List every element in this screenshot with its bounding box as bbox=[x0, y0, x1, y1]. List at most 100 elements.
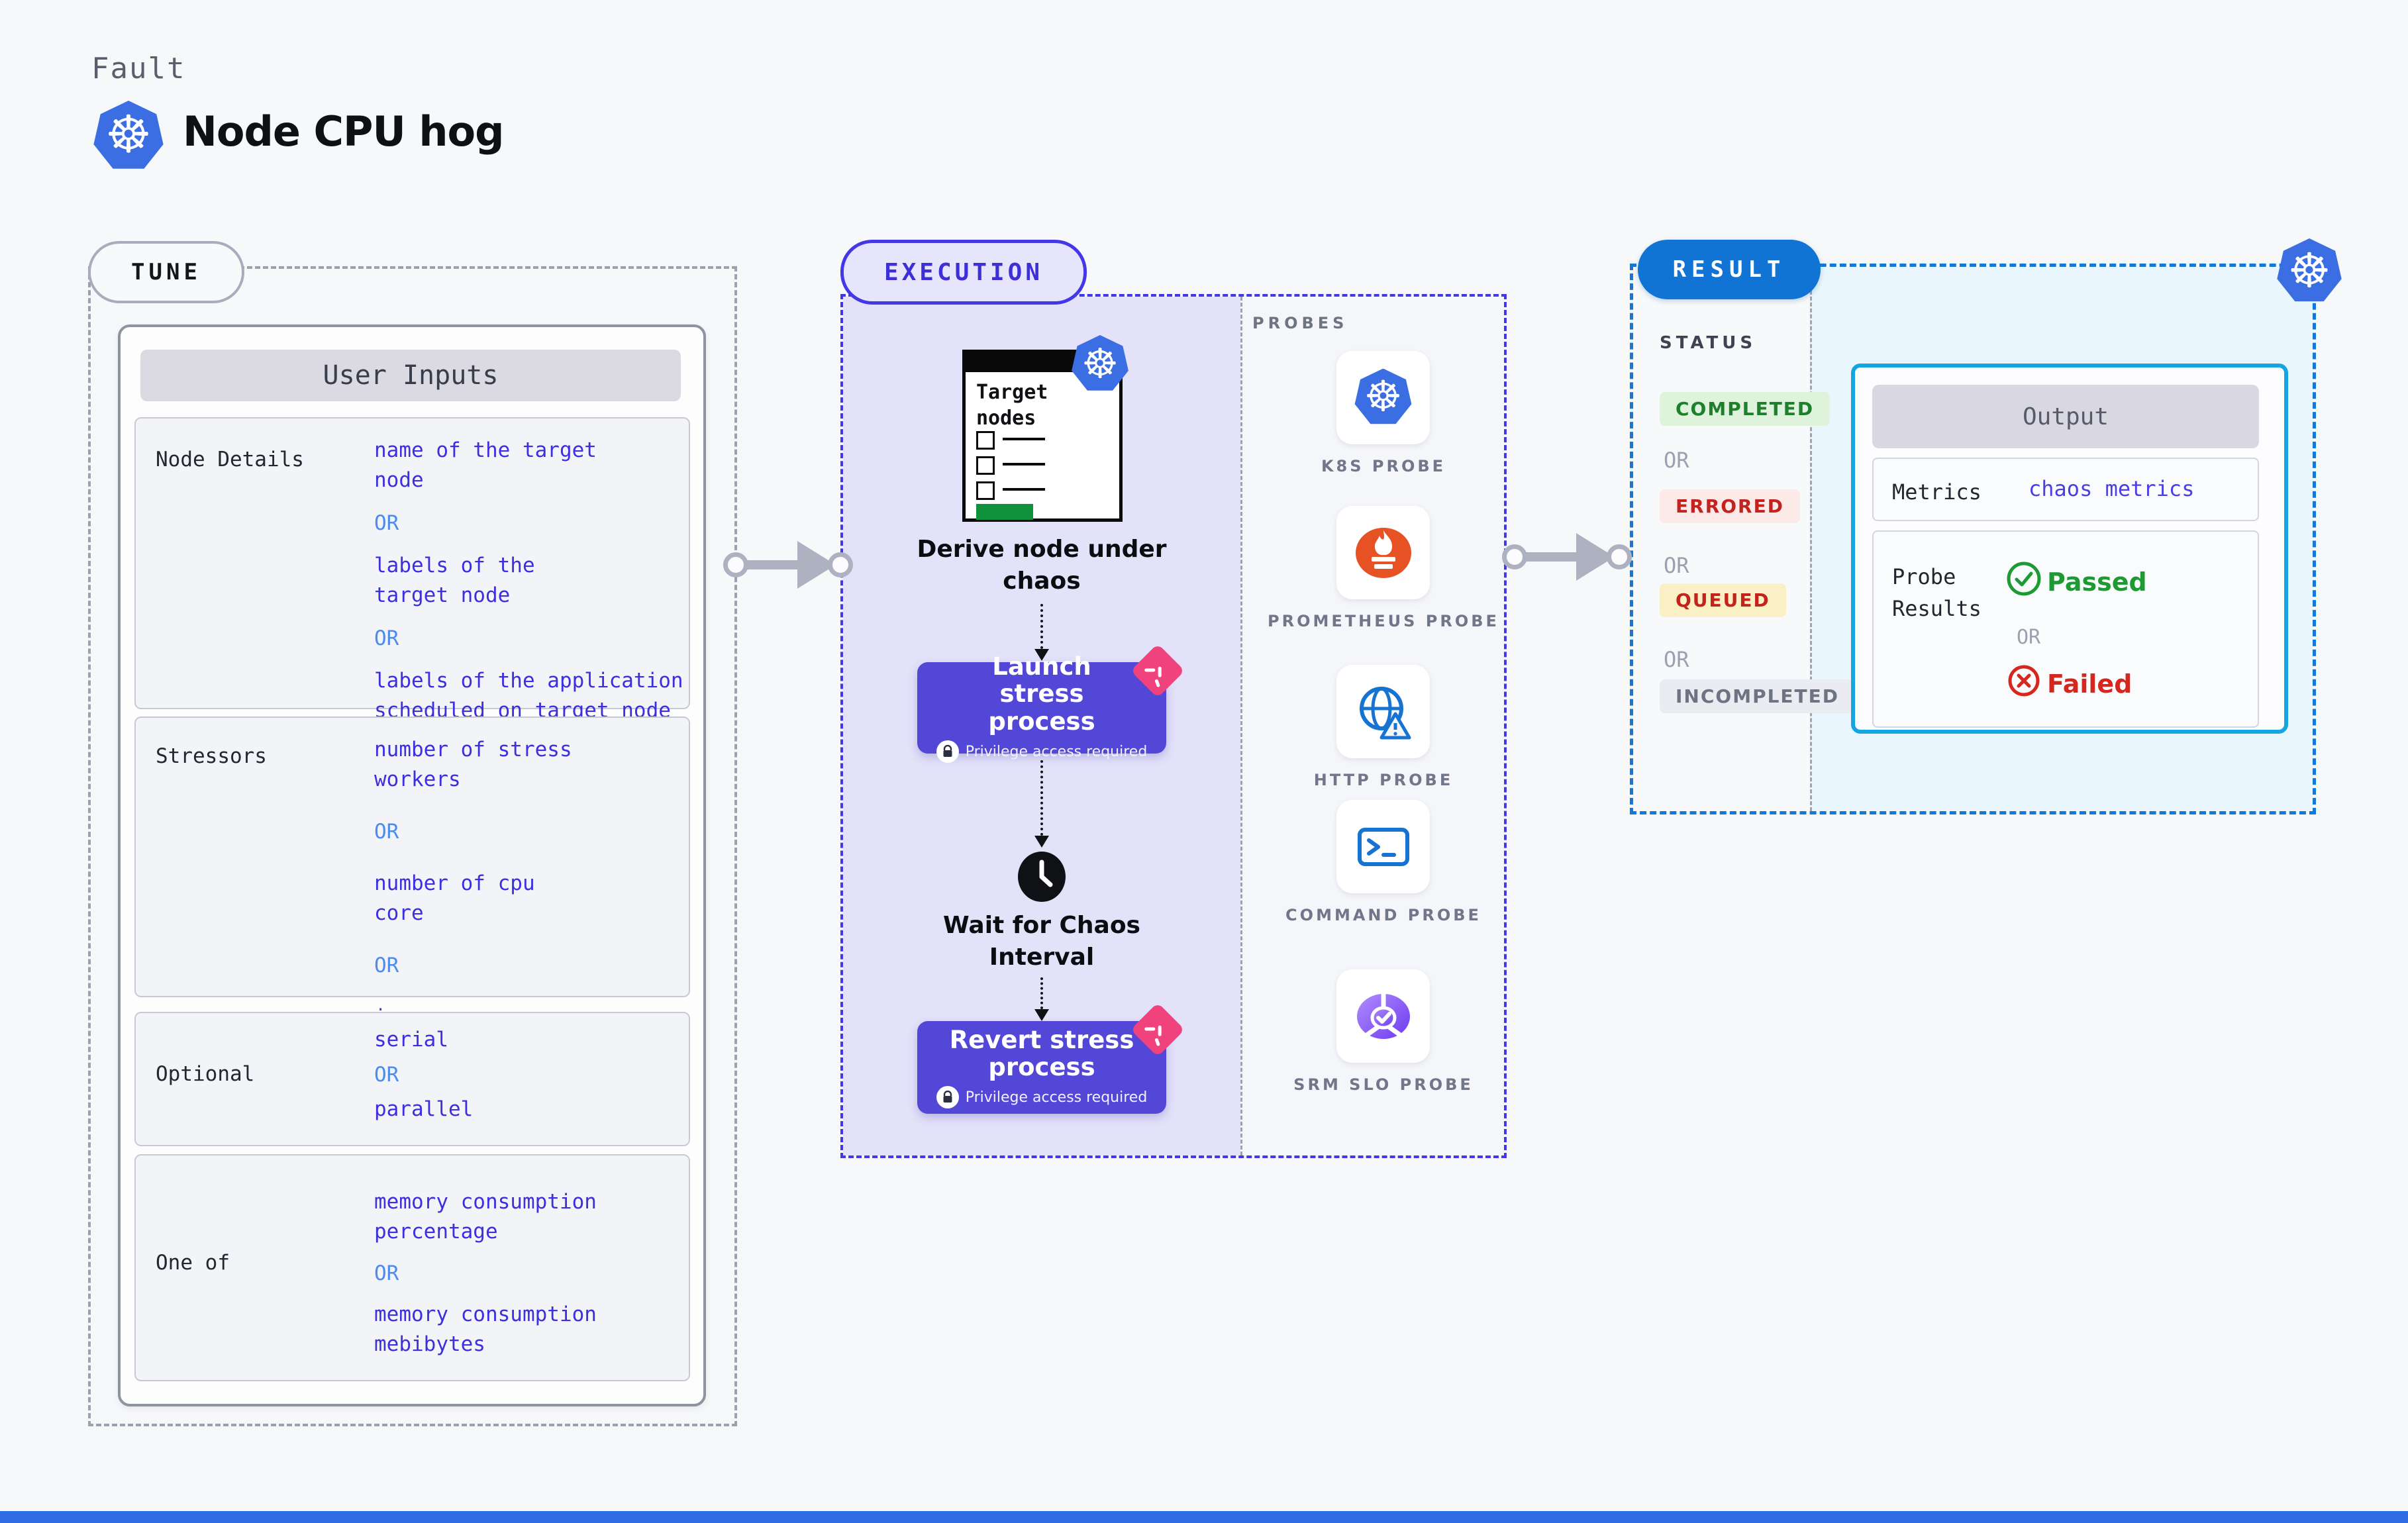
wait-chaos-caption: Wait for Chaos Interval bbox=[943, 912, 1140, 971]
passed-label: Passed bbox=[2047, 567, 2147, 597]
or-separator: OR bbox=[374, 626, 399, 650]
arrow-down-icon bbox=[1034, 649, 1049, 661]
user-inputs-card: User Inputs Node Details name of the tar… bbox=[118, 324, 706, 1406]
arrow-tune-to-execution bbox=[723, 536, 853, 593]
probe-card-k8s: ☸ bbox=[1336, 351, 1430, 444]
failed-label: Failed bbox=[2047, 669, 2132, 699]
probe-label: SRM SLO PROBE bbox=[1293, 1075, 1474, 1094]
probe-label: HTTP PROBE bbox=[1313, 771, 1454, 789]
input-option: memory consumption percentage bbox=[374, 1190, 597, 1244]
checkbox-icon bbox=[976, 431, 995, 450]
row-label: Optional bbox=[156, 1062, 255, 1086]
input-option: labels of the target node bbox=[374, 553, 535, 607]
metrics-label: Metrics bbox=[1892, 479, 1982, 505]
status-badge-incompleted: INCOMPLETED bbox=[1660, 679, 1856, 713]
or-separator: OR bbox=[374, 819, 399, 844]
kubernetes-icon: ☸ bbox=[2277, 238, 2342, 302]
probe-card-prometheus bbox=[1336, 506, 1430, 599]
or-separator: OR bbox=[1664, 553, 1689, 578]
green-bar bbox=[976, 504, 1033, 520]
probe-label: PROMETHEUS PROBE bbox=[1268, 612, 1499, 630]
status-badge-queued: QUEUED bbox=[1660, 583, 1786, 617]
derive-node-caption: Derive node under chaos bbox=[917, 536, 1167, 595]
x-circle-icon bbox=[2008, 665, 2040, 697]
revert-stress-label: Revert stress process bbox=[949, 1025, 1134, 1081]
checkbox-icon bbox=[976, 456, 995, 475]
terminal-icon bbox=[1357, 827, 1409, 866]
probes-divider bbox=[1240, 297, 1242, 1155]
bottom-accent-bar bbox=[0, 1511, 2408, 1523]
connector bbox=[1040, 604, 1043, 649]
row-label: Stressors bbox=[156, 744, 267, 768]
or-separator: OR bbox=[1664, 448, 1689, 473]
probe-label: COMMAND PROBE bbox=[1285, 906, 1481, 924]
tune-panel bbox=[88, 266, 737, 1426]
probes-title: PROBES bbox=[1252, 314, 1348, 332]
row-values: memory consumption percentage OR memory … bbox=[374, 1187, 683, 1359]
execution-badge: EXECUTION bbox=[840, 240, 1087, 305]
status-title: STATUS bbox=[1660, 333, 1757, 353]
page-title: Node CPU hog bbox=[183, 107, 504, 156]
probe-results-row: Probe Results Passed OR Failed bbox=[1872, 530, 2259, 728]
arrow-execution-to-result bbox=[1502, 528, 1632, 585]
lock-icon bbox=[936, 740, 959, 763]
connector bbox=[1040, 760, 1043, 836]
probe-results-label: Probe Results bbox=[1892, 564, 1982, 621]
input-option: memory consumption mebibytes bbox=[374, 1302, 597, 1356]
http-globe-icon bbox=[1359, 686, 1411, 739]
input-option: parallel bbox=[374, 1097, 474, 1121]
or-separator: OR bbox=[2017, 626, 2041, 649]
arrow-down-icon bbox=[1034, 1009, 1049, 1021]
check-circle-icon bbox=[2007, 562, 2041, 596]
input-option: number of cpu core bbox=[374, 871, 535, 925]
row-values: number of stress workers OR number of cp… bbox=[374, 735, 683, 1032]
input-option: labels of the application scheduled on t… bbox=[374, 668, 683, 722]
metrics-value: chaos metrics bbox=[2029, 476, 2195, 501]
status-badge-errored: ERRORED bbox=[1660, 489, 1800, 523]
input-row-stressors: Stressors number of stress workers OR nu… bbox=[134, 716, 690, 1029]
result-badge: RESULT bbox=[1638, 240, 1821, 299]
input-option: serial bbox=[374, 1028, 448, 1052]
input-row-one-of: One of memory consumption percentage OR … bbox=[134, 1154, 690, 1381]
revert-stress-node: Revert stress process Privilege access r… bbox=[917, 1002, 1185, 1114]
target-nodes-title: Target nodes bbox=[976, 381, 1048, 430]
status-badge-completed: COMPLETED bbox=[1660, 392, 1831, 426]
kubernetes-icon: ☸ bbox=[1354, 368, 1412, 424]
probe-card-http bbox=[1336, 665, 1430, 758]
input-option: name of the target node bbox=[374, 438, 597, 492]
or-separator: OR bbox=[374, 511, 399, 535]
lock-icon bbox=[936, 1086, 959, 1109]
connector bbox=[1040, 977, 1043, 1009]
input-row-node-details: Node Details name of the target node OR … bbox=[134, 417, 690, 722]
row-label: One of bbox=[156, 1251, 230, 1275]
or-separator: OR bbox=[374, 953, 399, 977]
result-divider bbox=[1810, 267, 1812, 811]
fault-eyebrow: Fault bbox=[91, 52, 186, 85]
output-title: Output bbox=[1872, 385, 2259, 448]
arrow-down-icon bbox=[1034, 836, 1049, 848]
execution-panel: Target nodes ☸ Derive node under chaos L… bbox=[840, 294, 1507, 1158]
checkbox-icon bbox=[976, 481, 995, 500]
output-card: Output Metrics chaos metrics Probe Resul… bbox=[1851, 364, 2288, 734]
input-row-optional: Optional serial OR parallel bbox=[134, 1012, 690, 1146]
privilege-note: Privilege access required bbox=[965, 1089, 1148, 1106]
prometheus-icon bbox=[1355, 527, 1411, 578]
probe-label: K8S PROBE bbox=[1321, 457, 1446, 475]
input-option: number of stress workers bbox=[374, 738, 572, 791]
row-label: Node Details bbox=[156, 448, 304, 471]
or-separator: OR bbox=[374, 1261, 399, 1285]
kubernetes-icon: ☸ bbox=[1072, 335, 1129, 391]
privilege-note: Privilege access required bbox=[965, 743, 1148, 760]
clock-icon bbox=[1017, 852, 1067, 902]
slo-check-icon bbox=[1356, 993, 1410, 1039]
probe-card-srm-slo bbox=[1336, 969, 1430, 1063]
tune-badge: TUNE bbox=[88, 241, 244, 303]
user-inputs-title: User Inputs bbox=[140, 350, 681, 401]
probe-card-command bbox=[1336, 800, 1430, 893]
row-values: name of the target node OR labels of the… bbox=[374, 436, 683, 726]
kubernetes-icon: ☸ bbox=[93, 101, 164, 169]
or-separator: OR bbox=[374, 1062, 399, 1087]
launch-stress-label: Launch stress process bbox=[988, 652, 1095, 736]
row-values: serial OR parallel bbox=[374, 1025, 683, 1124]
